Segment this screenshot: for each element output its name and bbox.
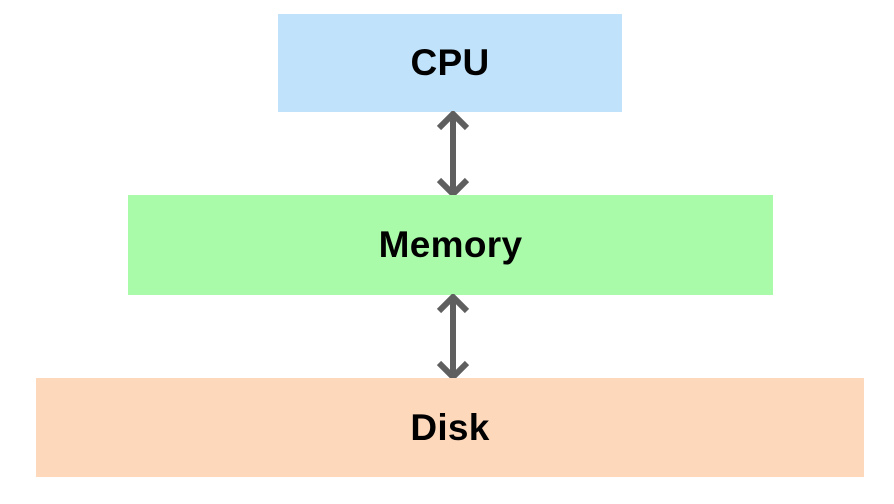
node-memory: Memory (128, 195, 773, 295)
double-arrow-path (436, 294, 470, 380)
node-memory-label: Memory (378, 224, 523, 265)
double-arrow-path (436, 111, 470, 197)
double-arrow-cpu-memory-icon (436, 111, 470, 197)
node-cpu: CPU (278, 14, 622, 112)
double-arrow-memory-disk-icon (436, 294, 470, 380)
node-disk: Disk (36, 378, 864, 477)
node-cpu-label: CPU (410, 42, 490, 83)
node-disk-label: Disk (410, 406, 490, 448)
